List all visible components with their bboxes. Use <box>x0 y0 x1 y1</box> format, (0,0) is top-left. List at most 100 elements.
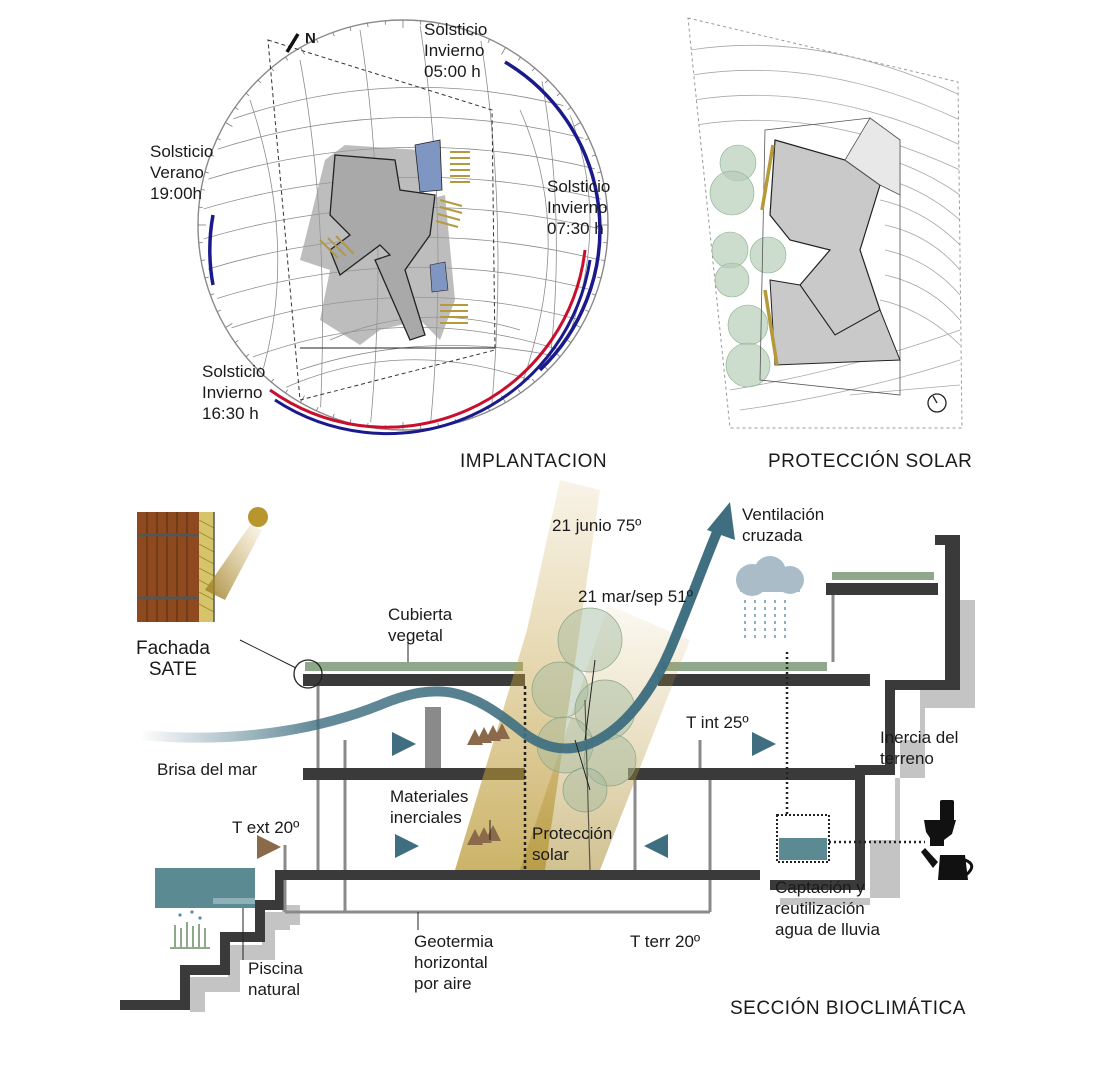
label-verano-1900: Solsticio Verano 19:00h <box>150 142 214 203</box>
facade-detail <box>137 507 268 622</box>
label-21-junio: 21 junio 75º <box>552 516 642 535</box>
compass-tick <box>556 92 561 97</box>
compass-tick <box>349 26 352 31</box>
compass-tick <box>245 92 250 97</box>
winter-sun-arc <box>269 249 587 429</box>
roof-slab-right <box>658 674 870 686</box>
label-t-ext: T ext 20º <box>232 818 300 837</box>
compass-tick <box>454 26 457 31</box>
compass-tick <box>210 293 215 296</box>
site-boundary <box>267 39 496 401</box>
label-invierno-0500: Solsticio Invierno 05:00 h <box>424 20 488 81</box>
label-captacion: Captación y reutilización agua de lluvia <box>775 878 880 939</box>
pool-plants <box>170 922 210 949</box>
compass-tick <box>316 39 319 44</box>
compass-tick <box>517 389 521 394</box>
north-arrow-icon <box>285 33 300 53</box>
compass-tick <box>501 47 506 55</box>
label-ventilacion-cruzada: Ventilación cruzada <box>742 505 825 545</box>
compass-tick <box>597 171 602 174</box>
summer-sun-arc <box>504 60 602 372</box>
compass-tick <box>591 293 596 296</box>
label-cubierta-vegetal: Cubierta vegetal <box>388 605 453 645</box>
compass-tick <box>332 32 335 37</box>
solar-protection-plan <box>687 17 963 429</box>
north-label: N <box>305 30 316 47</box>
compass-tick <box>349 419 352 424</box>
compass-tick <box>285 56 289 61</box>
compass-tick <box>437 23 439 28</box>
label-geotermia: Geotermia horizontal por aire <box>414 932 494 993</box>
compass-tick <box>471 32 474 37</box>
compass-tick <box>217 138 222 141</box>
label-21-mar-sep: 21 mar/sep 51º <box>578 587 693 606</box>
green-roof-upper <box>832 572 934 580</box>
compass-tick <box>531 67 536 72</box>
trees <box>709 144 787 388</box>
toilet-icon <box>924 800 956 846</box>
partition-wall <box>425 707 441 768</box>
label-invierno-1630: Solsticio Invierno 16:30 h <box>202 362 266 423</box>
compass-tick <box>556 353 561 358</box>
compass-tick <box>600 259 605 261</box>
leader-lines <box>242 640 596 960</box>
compass-tick <box>573 122 581 127</box>
label-t-terr: T terr 20º <box>630 932 701 951</box>
rain-cloud-icon <box>736 556 804 640</box>
floor-slab-left <box>303 768 525 780</box>
detail-callout <box>293 659 323 689</box>
floor-slab-right <box>628 768 858 780</box>
compass-tick <box>245 353 250 358</box>
label-brisa-mar: Brisa del mar <box>157 760 258 779</box>
label-proteccion-solar: Protección solar <box>532 824 613 864</box>
compass-tick <box>591 154 596 157</box>
label-t-int: T int 25º <box>686 713 749 732</box>
compass-tick <box>567 107 572 111</box>
compass-tick <box>201 259 206 261</box>
sun-icon <box>248 507 268 527</box>
heat-arrows <box>467 723 510 862</box>
label-inercia-terreno: Inercia del terreno <box>880 728 959 768</box>
compass-tick <box>517 56 521 61</box>
upper-slab <box>826 583 938 595</box>
label-invierno-0730: Solsticio Invierno 07:30 h <box>547 177 611 238</box>
compass-tick <box>270 67 275 72</box>
compass-tick <box>204 171 209 174</box>
compass-tick <box>544 79 549 84</box>
compass-tick <box>316 406 319 411</box>
sun-path-diagram <box>197 19 609 436</box>
louver-strip <box>760 144 775 211</box>
compass-tick <box>332 413 335 418</box>
compass-tick <box>270 378 275 383</box>
watering-can-icon <box>921 848 974 880</box>
green-roof-right <box>662 662 827 671</box>
bioclimatic-section <box>120 480 975 1012</box>
compass-tick <box>597 276 602 279</box>
compass-tick <box>531 378 536 383</box>
louvers <box>319 151 470 324</box>
compass-tick <box>584 138 589 141</box>
compass-tick <box>584 309 589 312</box>
ventilation-flow <box>135 520 725 754</box>
compass-tick <box>367 23 369 28</box>
compass-tick <box>225 122 233 127</box>
compass-tick <box>487 39 490 44</box>
compass-tick <box>225 323 233 328</box>
glass-volume <box>414 139 443 193</box>
building-footprint <box>329 154 436 341</box>
compass-tick <box>204 276 209 279</box>
title-proteccion-solar: PROTECCIÓN SOLAR <box>768 451 973 472</box>
compass-tick <box>234 107 239 111</box>
compass-tick <box>544 366 549 371</box>
green-roof-left <box>305 662 523 671</box>
compass-tick <box>567 339 572 343</box>
title-seccion-bioclimatica: SECCIÓN BIOCLIMÁTICA <box>730 998 966 1019</box>
compass-tick <box>257 79 262 84</box>
compass-tick <box>210 154 215 157</box>
label-fachada-sate: Fachada SATE <box>136 638 210 680</box>
title-implantacion: IMPLANTACION <box>460 451 608 472</box>
compass-tick <box>257 366 262 371</box>
compass-tick <box>234 339 239 343</box>
